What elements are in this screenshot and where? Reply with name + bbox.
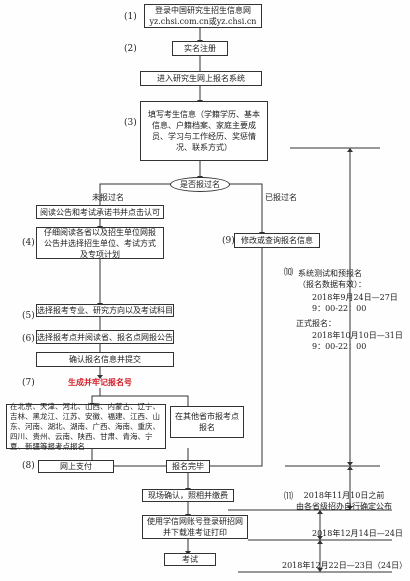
step-number-1: (1) [124,12,137,22]
label-registered: 已报过名 [265,193,297,202]
print-dates: 2018年12月14日—24日 [312,529,403,538]
choose-point-box: 选择报考点并阅读省、报名点网报公告 [36,330,174,344]
login-box: 登录中国研究生招生信息网 yz.chsi.com.cn或yz.chsi.cn [144,4,262,28]
label-not-registered: 未报过名 [92,193,124,202]
modify-box: 修改或查询报名信息 [234,233,320,248]
done-box: 报名完毕 [166,460,210,473]
step-number-4: (4) [22,238,35,248]
formal-title: 正式报名： [296,319,336,328]
step-number-11: ⑾ [284,492,294,502]
pay-box: 网上支付 [38,460,114,473]
arrow-modify-done [210,246,263,467]
provinces-box: 在北京、天津、河北、山西、内蒙古、辽宁、吉林、黑龙江、江苏、安徽、福建、江西、山… [6,402,166,451]
step-number-7: (7) [22,378,35,388]
confirm-deadline: 2018年11月10日之前 由各省级招办自行确定公布 [296,491,392,511]
print-box: 使用学信网账号登录研招网并下载准考证打印 [142,515,248,539]
exam-dates: 2018年12月22日—23日（24日） [282,561,408,570]
formal-dates: 2018年10月10日—31日 9：00-22：00 [312,331,403,351]
arrow-number-provinces [91,388,101,403]
step-number-5: (5) [22,311,35,321]
trial-title: 系统测试和预报名 （报名数据有效）： [298,269,366,289]
exam-box: 考试 [164,553,216,566]
onsite-box: 现场确认，照相并缴费 [142,489,234,502]
step-number-10: ⑽ [284,268,294,278]
register-box: 实名注册 [172,41,228,56]
fill-info-box: 填写考生信息（学籍学历、基本信息、户籍档案、家庭主要成员、学习与工作经历、奖惩情… [140,101,268,161]
read-browse-box: 仔细阅读各省以及招生单位网报公告并选择招生单位、考试方式及专项计划 [36,227,164,259]
enter-system-box: 进入研究生网上报名系统 [140,71,262,86]
generate-number-label: 生成并牢记报名号 [68,377,132,387]
other-points-box: 在其他省市报考点报名 [170,406,244,438]
confirm-box: 确认报名信息并提交 [36,352,174,367]
step-number-3: (3) [124,118,137,128]
step-number-2: (2) [124,44,137,54]
branch-registered [228,183,263,232]
step-number-8: (8) [22,461,35,471]
branch-not-registered [99,183,176,205]
registered-question: 是否报过名 [170,177,230,192]
read-notice-box: 阅读公告和考试承诺书并点击认可 [36,205,164,219]
choose-major-box: 选择报考专业、研究方向以及考试科目 [36,304,174,317]
step-number-9: (9) [222,236,235,246]
trial-dates: 2018年9月24日—27日 9：00-22：00 [312,293,398,313]
step-number-6: (6) [22,334,35,344]
arrow-number-other [100,395,189,406]
